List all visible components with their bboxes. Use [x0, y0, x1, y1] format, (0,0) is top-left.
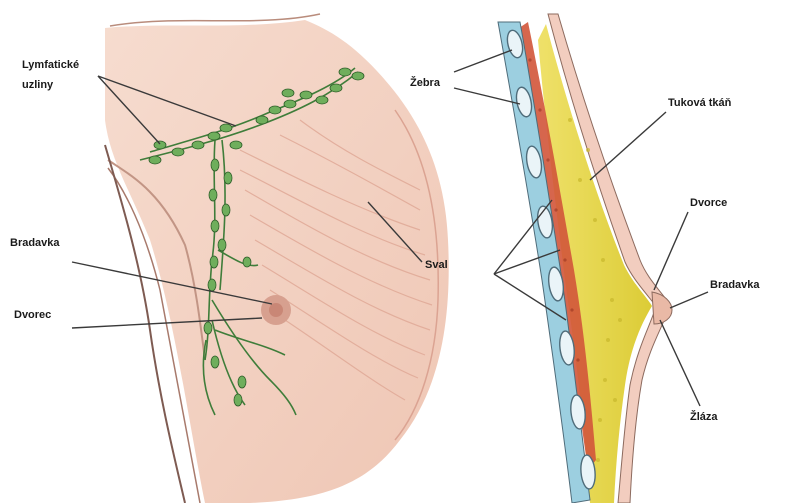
leader-areola-right [654, 212, 688, 290]
leader-fat [590, 112, 666, 180]
leader-gland [660, 320, 700, 406]
label-rib: Žebra [410, 76, 441, 89]
leader-rib-a [454, 50, 512, 72]
nipple-bump [652, 292, 672, 324]
leader-nipple-right [670, 292, 708, 308]
nipple-dot [269, 303, 283, 317]
front-view: Lymfatické uzliny Bradavka Dvorec Sval [10, 14, 449, 503]
label-gland: Žláza [690, 410, 718, 423]
label-nipple-left: Bradavka [10, 237, 60, 249]
label-fat: Tuková tkáň [668, 97, 732, 109]
label-areola-left: Dvorec [14, 309, 51, 321]
label-areola-right: Dvorce [690, 197, 727, 209]
label-lymph-nodes-1: Lymfatické [22, 59, 79, 71]
label-nipple-right: Bradavka [710, 279, 760, 291]
label-muscle: Sval [425, 259, 448, 271]
label-lymph-nodes-2: uzliny [22, 79, 54, 91]
cross-section-view: Žebra Tuková tkáň Dvorce Bradavka Žláza [410, 14, 760, 503]
chest-skin [105, 20, 449, 503]
